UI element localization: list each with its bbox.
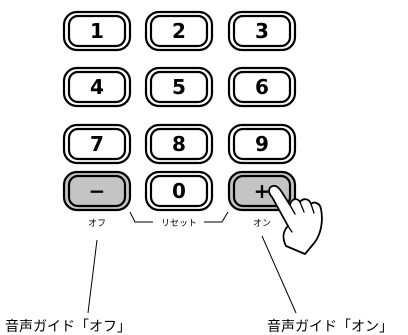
- pointing-hand-icon: [268, 184, 323, 255]
- key-face: [149, 14, 209, 48]
- key-face: [67, 70, 127, 104]
- voice-guide-on-label: 音声ガイド「オン」: [267, 318, 393, 335]
- key-2[interactable]: 2: [144, 10, 214, 52]
- reset-bracket: [129, 211, 229, 223]
- key-label: 4: [90, 75, 104, 99]
- key-face: [67, 174, 127, 208]
- on-small-label: オン: [253, 218, 271, 229]
- key-6[interactable]: 6: [227, 66, 297, 108]
- key-plus[interactable]: +: [227, 170, 297, 212]
- key-9[interactable]: 9: [227, 123, 297, 165]
- key-face: [232, 14, 292, 48]
- keypad: 1 2 3 4 5 6 7 8 9 − 0 +: [62, 10, 297, 212]
- reset-label: リセット: [161, 218, 197, 229]
- key-face: [149, 127, 209, 161]
- key-face: [149, 174, 209, 208]
- reset-bracket-right-line: [204, 211, 229, 223]
- key-label: 9: [255, 132, 269, 156]
- key-face: [232, 70, 292, 104]
- key-label: 1: [90, 19, 104, 43]
- callout-line-on: [261, 235, 297, 314]
- key-3[interactable]: 3: [227, 10, 297, 52]
- callout-line-off: [87, 239, 98, 314]
- key-5[interactable]: 5: [144, 66, 214, 108]
- key-label: 7: [90, 132, 104, 156]
- key-label: 8: [172, 132, 186, 156]
- key-face: [149, 70, 209, 104]
- key-label: 5: [172, 75, 186, 99]
- key-face: [67, 127, 127, 161]
- reset-bracket-left-line: [129, 211, 153, 223]
- key-label: 3: [255, 19, 269, 43]
- key-1[interactable]: 1: [62, 10, 132, 52]
- key-face: [232, 127, 292, 161]
- key-label: 6: [255, 75, 269, 99]
- key-8[interactable]: 8: [144, 123, 214, 165]
- key-4[interactable]: 4: [62, 66, 132, 108]
- off-small-label: オフ: [88, 218, 106, 229]
- key-0[interactable]: 0: [144, 170, 214, 212]
- voice-guide-off-label: 音声ガイド「オフ」: [5, 318, 131, 335]
- key-face: [67, 14, 127, 48]
- key-label: 2: [172, 19, 186, 43]
- key-label: 0: [172, 179, 186, 203]
- key-label: +: [254, 179, 271, 203]
- key-minus[interactable]: −: [62, 170, 132, 212]
- key-7[interactable]: 7: [62, 123, 132, 165]
- key-label: −: [89, 179, 106, 203]
